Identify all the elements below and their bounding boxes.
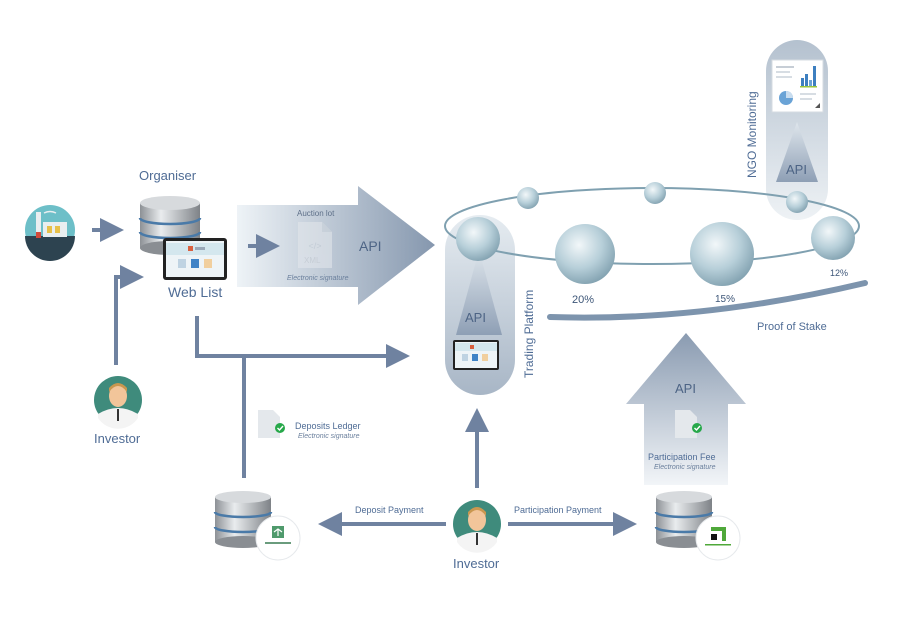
ngo-api-label: API	[786, 162, 807, 177]
auction-api-label: API	[359, 238, 382, 254]
proof-of-stake-label: Proof of Stake	[757, 321, 827, 333]
xml-file-icon: </>	[298, 222, 332, 268]
node-sphere-small	[644, 182, 666, 204]
report-dashboard-icon	[771, 59, 824, 113]
xml-file-label: XML	[304, 256, 321, 265]
participation-api-label: API	[675, 381, 696, 396]
trading-api-beam	[456, 250, 502, 335]
investor-left-label: Investor	[94, 431, 141, 446]
ngo-monitoring-label: NGO Monitoring	[745, 91, 759, 178]
web-list-label: Web List	[168, 284, 223, 300]
ngo-api-beam	[776, 122, 818, 182]
stake-sphere-12	[811, 216, 855, 260]
investor-bottom-label: Investor	[453, 556, 500, 571]
arrow-weblist-to-trading	[195, 316, 410, 368]
participation-fee-title: Participation Fee	[648, 452, 716, 462]
privatbank-logo-icon	[695, 515, 741, 561]
deposits-ledger-signature: Electronic signature	[298, 433, 360, 440]
stake-label-15: 15%	[715, 294, 736, 305]
node-sphere-small	[517, 187, 539, 209]
stake-label-20: 20%	[572, 294, 595, 306]
participation-fee-arrow	[626, 333, 746, 485]
participation-fee-signature: Electronic signature	[654, 464, 716, 471]
auction-signature: Electronic signature	[287, 275, 349, 282]
participation-file-icon	[675, 410, 702, 438]
deposits-ledger-file-icon	[258, 410, 285, 438]
trading-platform-label: Trading Platform	[522, 289, 536, 378]
proof-of-stake-arc	[547, 280, 868, 321]
oschadbank-logo-icon	[255, 515, 301, 561]
svg-text:</>: </>	[308, 241, 321, 251]
arrow-investor-to-weblist	[114, 265, 144, 365]
organiser-title: Organiser	[139, 168, 197, 183]
stake-sphere-15	[690, 222, 754, 286]
deposit-payment-label: Deposit Payment	[355, 505, 424, 515]
auction-lot-arrow	[237, 186, 435, 305]
node-sphere-trading	[456, 217, 500, 261]
trading-api-label: API	[465, 310, 486, 325]
participation-payment-label: Participation Payment	[514, 505, 602, 515]
factory-icon	[25, 205, 75, 261]
trading-laptop-icon	[453, 340, 499, 370]
node-sphere-small	[786, 191, 808, 213]
investor-bottom-avatar	[453, 500, 501, 553]
web-list-laptop-icon	[163, 238, 227, 280]
auction-lot-title: Auction lot	[297, 209, 335, 218]
stake-sphere-20	[555, 224, 615, 284]
investor-left-avatar	[94, 376, 142, 429]
deposits-ledger-title: Deposits Ledger	[295, 421, 361, 431]
stake-label-12: 12%	[830, 268, 849, 278]
